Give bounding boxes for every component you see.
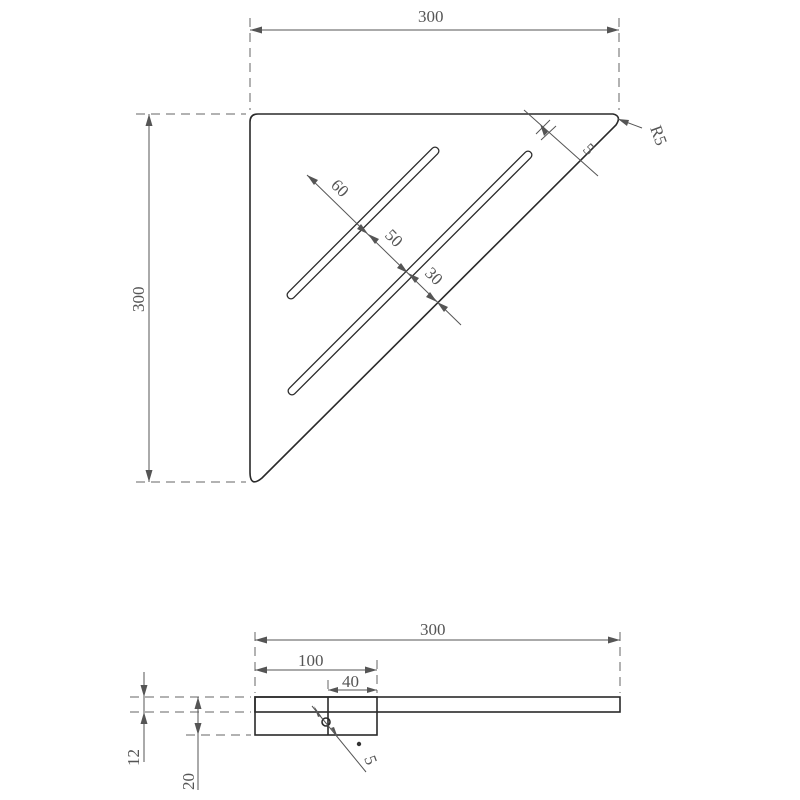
side-view: 300 100 40 12 20 5: [124, 620, 621, 790]
dim-label-bracket-offset: 40: [342, 672, 359, 691]
dim-label-side-length: 300: [420, 620, 446, 639]
dim-label-top-height: 300: [129, 287, 148, 313]
arrowhead: [140, 685, 148, 697]
slot-long: [287, 150, 533, 396]
arrowhead: [194, 697, 202, 709]
arrowhead: [314, 706, 321, 717]
arrowhead: [608, 636, 620, 644]
arrowhead: [368, 234, 379, 244]
arrowhead: [145, 470, 153, 482]
arrowhead: [145, 114, 153, 126]
arrowhead: [328, 687, 338, 693]
dim-label-hole-diameter: 5: [360, 753, 381, 767]
arrowhead: [140, 712, 148, 724]
side-bracket: [254, 696, 378, 736]
dim-label-bracket-length: 100: [298, 651, 324, 670]
arrowhead: [194, 723, 202, 735]
arrowhead: [397, 263, 408, 273]
rim-ext-line: [523, 109, 599, 177]
arrowhead: [365, 666, 377, 674]
arrowhead: [307, 175, 318, 185]
dim-label-rim: 5: [579, 139, 598, 158]
slot-middle: [286, 146, 440, 300]
dim-label-plate-thickness: 12: [124, 749, 143, 766]
top-view: 300 300 R5 5 60 50 30: [129, 7, 671, 483]
dim-label-slot-spacing-2: 50: [381, 225, 406, 250]
dim-label-top-width: 300: [418, 7, 444, 26]
arrowhead: [408, 273, 419, 283]
arrowhead: [331, 727, 338, 738]
arrowhead: [255, 666, 267, 674]
arrowhead: [540, 124, 548, 136]
dim-label-corner-radius: R5: [646, 123, 671, 148]
rim-tick-2: [540, 125, 557, 141]
arrowhead: [367, 687, 377, 693]
dim-label-slot-spacing-1: 60: [327, 175, 352, 200]
slot-short: [284, 145, 325, 186]
hole-leader: [311, 705, 367, 773]
dim-label-bracket-height: 20: [179, 773, 198, 790]
dim-label-edge-margin: 30: [421, 263, 446, 288]
screw-hole: [321, 717, 331, 727]
arrowhead: [426, 292, 437, 302]
arrowhead: [255, 636, 267, 644]
arrowhead: [618, 119, 629, 126]
arrowhead: [607, 26, 619, 34]
hole-marker-dot: [356, 741, 362, 747]
shelf-outline: [249, 113, 620, 483]
arrowhead: [437, 302, 448, 312]
side-plate: [254, 696, 621, 713]
arrowhead: [250, 26, 262, 34]
arrowhead: [357, 224, 368, 234]
